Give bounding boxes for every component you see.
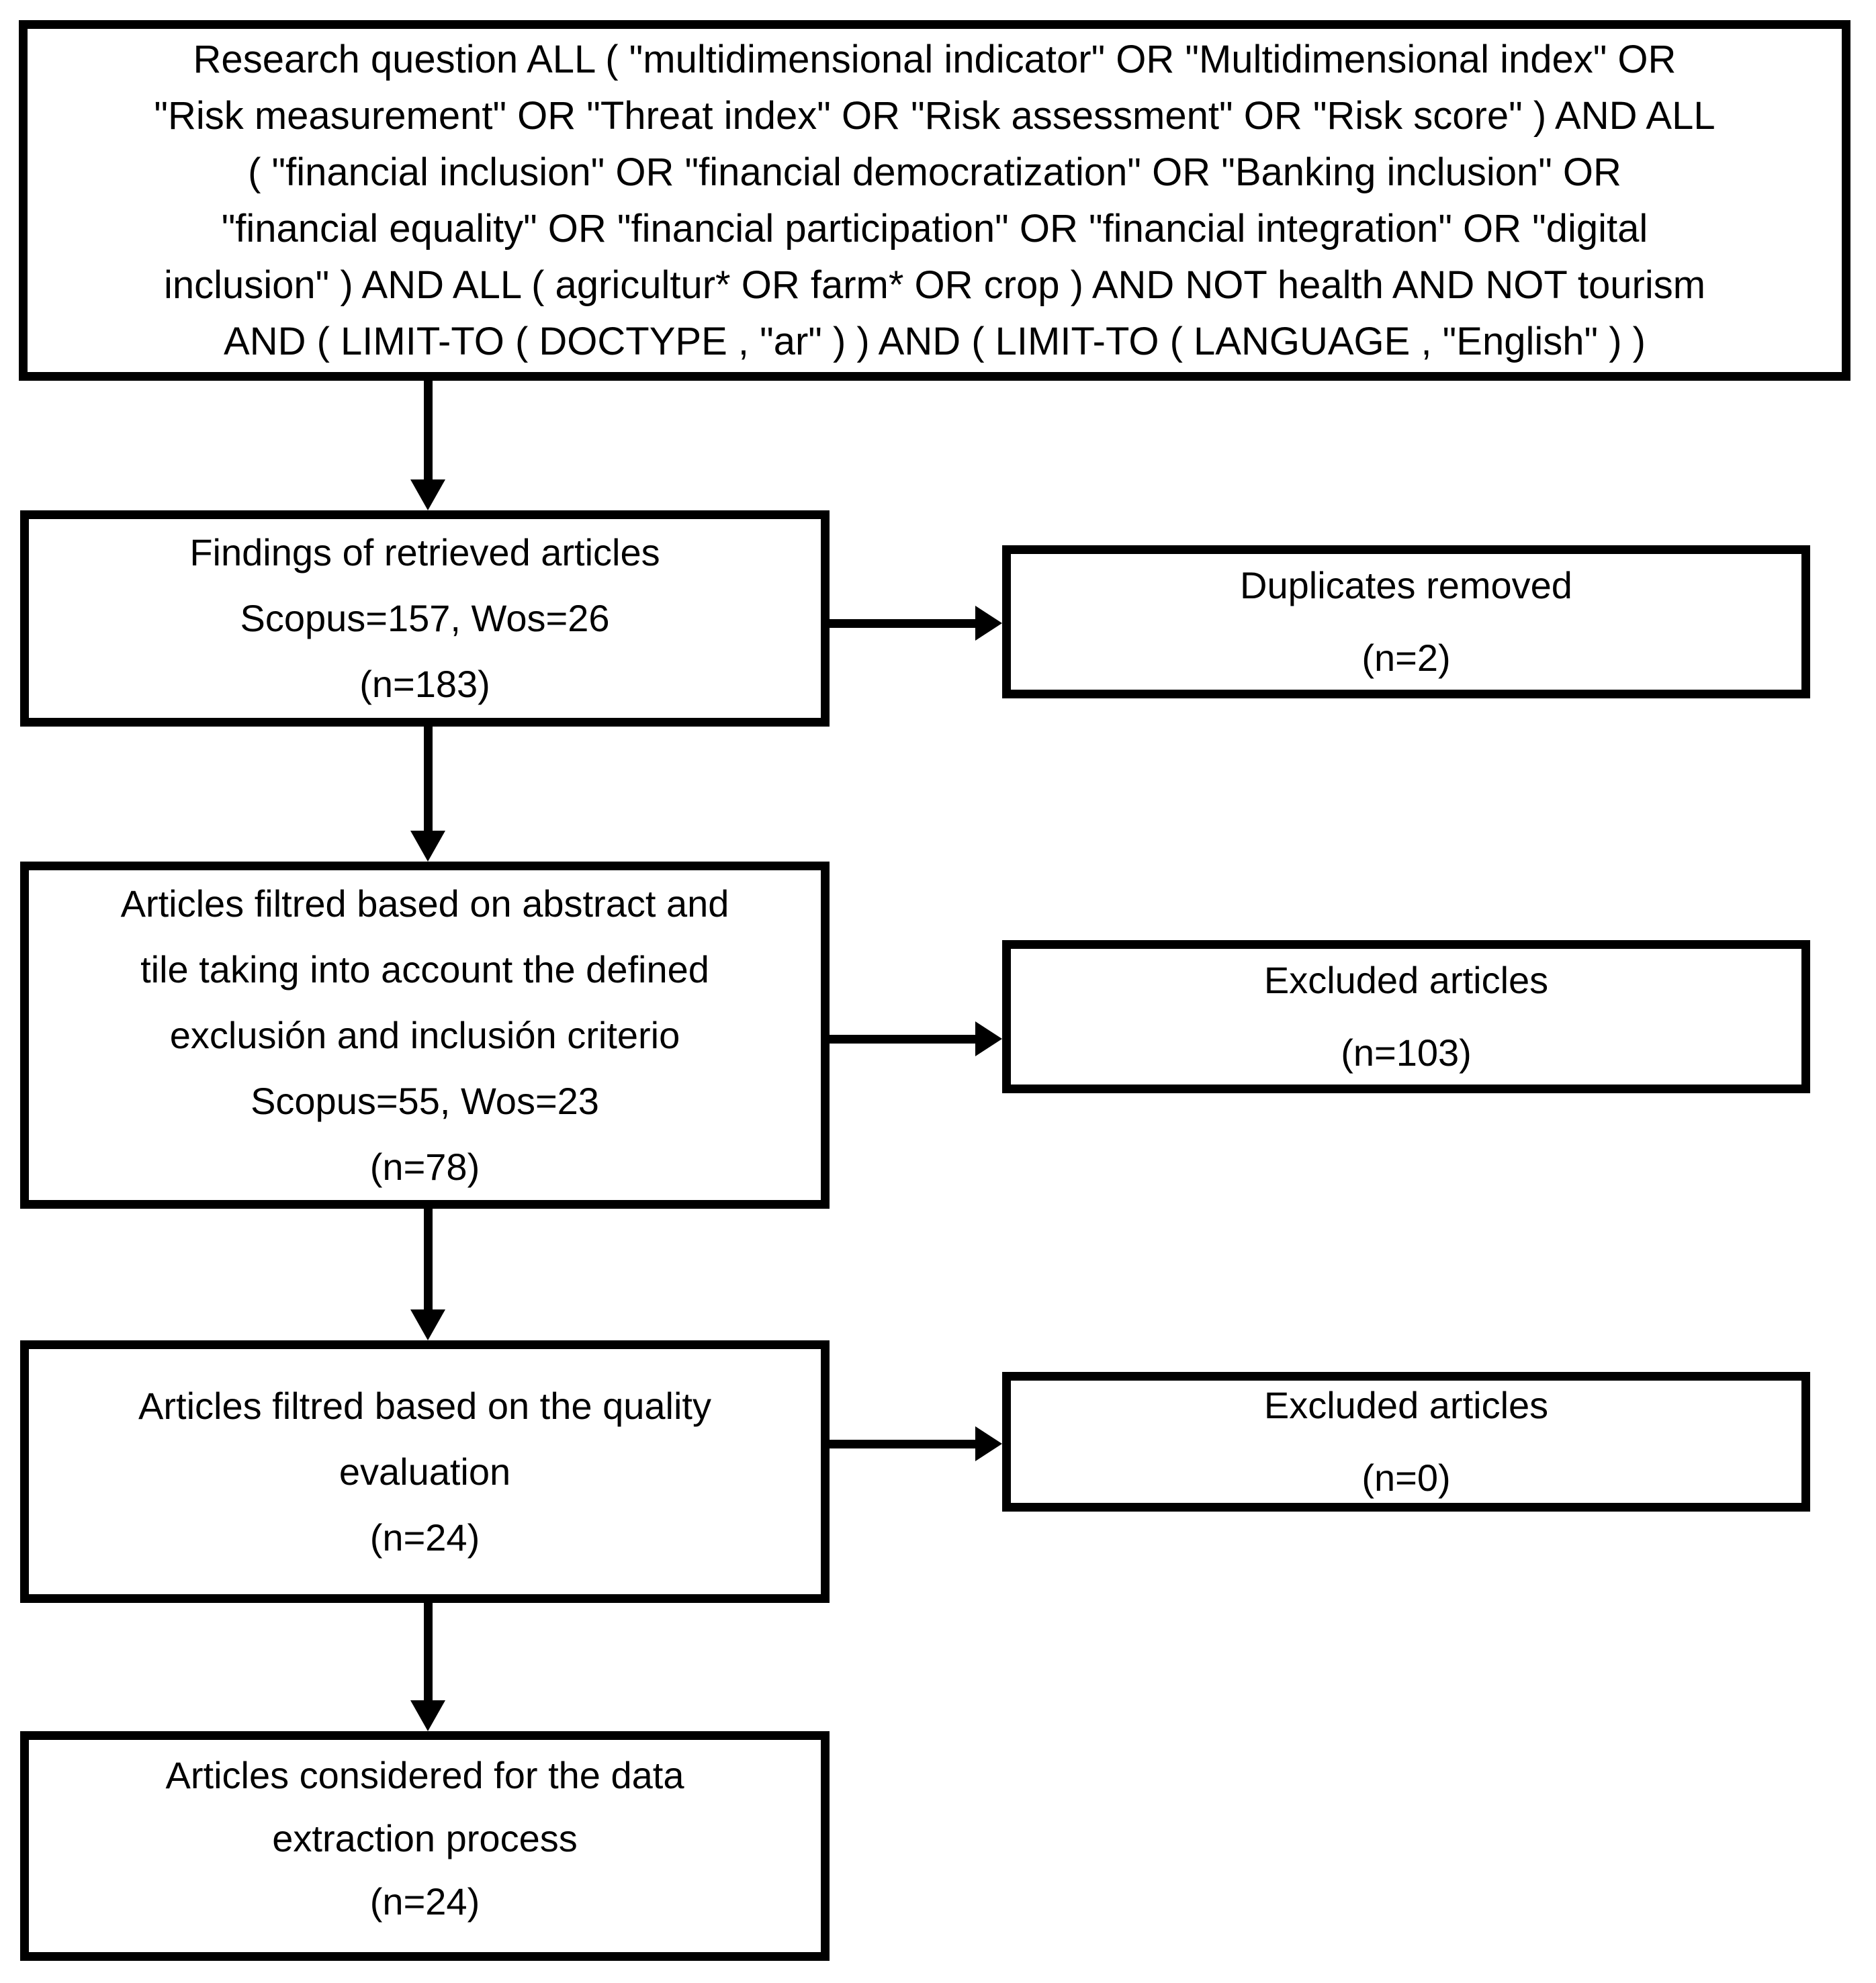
box-line: extraction process xyxy=(272,1817,578,1859)
box-line: Duplicates removed xyxy=(1240,564,1572,606)
excluded-articles-abstract-box: Excluded articles (n=103) xyxy=(1002,940,1810,1093)
box-line: Articles filtred based on abstract and xyxy=(120,882,729,925)
arrow-head-right-icon xyxy=(975,606,1002,641)
box-line: evaluation xyxy=(339,1450,511,1493)
box-line: Excluded articles xyxy=(1263,959,1549,1001)
query-line: "Risk measurement" OR "Threat index" OR … xyxy=(154,93,1715,138)
query-line: ( "financial inclusion" OR "financial de… xyxy=(248,150,1621,194)
arrow-head-down-icon xyxy=(410,1700,445,1731)
box-line: (n=78) xyxy=(369,1145,480,1188)
box-line: Scopus=55, Wos=23 xyxy=(251,1079,599,1122)
box-line: (n=0) xyxy=(1361,1457,1451,1499)
query-line: inclusion" ) AND ALL ( agricultur* OR fa… xyxy=(163,263,1706,307)
research-query-box: Research question ALL ( "multidimensiona… xyxy=(19,20,1850,381)
box-line: (n=24) xyxy=(369,1880,480,1923)
right-arrow-quality-filter-to-excluded xyxy=(830,1426,1002,1461)
arrow-shaft xyxy=(830,1440,975,1448)
down-arrow-query-to-retrieved xyxy=(410,379,445,510)
box-line: Articles considered for the data xyxy=(165,1754,684,1796)
arrow-shaft xyxy=(424,727,433,832)
box-line: (n=183) xyxy=(359,663,490,705)
data-extraction-box: Articles considered for the data extract… xyxy=(20,1731,830,1961)
right-arrow-abstract-filter-to-excluded xyxy=(830,1021,1002,1056)
arrow-head-right-icon xyxy=(975,1426,1002,1461)
query-line: AND ( LIMIT-TO ( DOCTYPE , "ar" ) ) AND … xyxy=(224,319,1646,363)
duplicates-removed-box: Duplicates removed (n=2) xyxy=(1002,545,1810,698)
box-line: (n=103) xyxy=(1341,1031,1472,1074)
excluded-articles-quality-box: Excluded articles (n=0) xyxy=(1002,1372,1810,1512)
arrow-head-down-icon xyxy=(410,831,445,862)
query-line: "financial equality" OR "financial parti… xyxy=(221,206,1648,250)
down-arrow-abstract-filter-to-quality-filter xyxy=(410,1209,445,1340)
down-arrow-quality-filter-to-data-extraction xyxy=(410,1603,445,1731)
arrow-shaft xyxy=(830,619,975,628)
right-arrow-retrieved-to-duplicates xyxy=(830,606,1002,641)
box-line: Findings of retrieved articles xyxy=(189,531,660,573)
arrow-head-right-icon xyxy=(975,1021,1002,1056)
arrow-shaft xyxy=(830,1035,975,1044)
arrow-shaft xyxy=(424,1603,433,1702)
arrow-shaft xyxy=(424,379,433,481)
retrieved-articles-box: Findings of retrieved articles Scopus=15… xyxy=(20,510,830,727)
query-line: Research question ALL ( "multidimensiona… xyxy=(193,37,1677,81)
box-line: (n=2) xyxy=(1361,637,1451,679)
box-line: Scopus=157, Wos=26 xyxy=(240,597,610,639)
quality-filter-box: Articles filtred based on the quality ev… xyxy=(20,1340,830,1603)
arrow-head-down-icon xyxy=(410,1309,445,1340)
box-line: Excluded articles xyxy=(1263,1384,1549,1426)
arrow-shaft xyxy=(424,1209,433,1311)
box-line: exclusión and inclusión criterio xyxy=(169,1013,680,1056)
arrow-head-down-icon xyxy=(410,479,445,510)
box-line: (n=24) xyxy=(369,1516,480,1559)
box-line: tile taking into account the defined xyxy=(140,948,709,990)
down-arrow-retrieved-to-abstract-filter xyxy=(410,727,445,862)
box-line: Articles filtred based on the quality xyxy=(138,1384,711,1427)
abstract-title-filter-box: Articles filtred based on abstract and t… xyxy=(20,862,830,1209)
